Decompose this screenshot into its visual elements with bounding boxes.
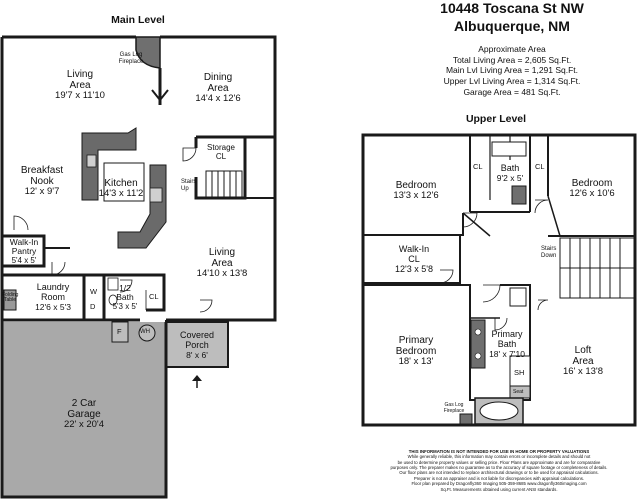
room-name: 2 Car Garage [67, 398, 101, 420]
kitchen-counter-top [81, 127, 137, 201]
main-living-area: Main Lvl Living Area = 1,291 Sq.Ft. [445, 65, 579, 76]
room-name: Breakfast Nook [20, 165, 64, 187]
room-name: Living Area [66, 69, 94, 91]
room-dims: 19'7 x 11'10 [55, 90, 105, 101]
shower-label: SH [514, 368, 525, 377]
kitchen-sink [86, 154, 97, 168]
room-dims: 9'2 x 5' [496, 172, 524, 183]
room-living-area-top: Living Area 19'7 x 11'10 [40, 69, 120, 101]
porch-floor [166, 322, 228, 367]
room-bedroom-left: Bedroom 13'3 x 12'6 [376, 180, 456, 201]
room-name: Bedroom [395, 180, 437, 191]
kitchen-range [149, 187, 163, 203]
room-name: Laundry Room [36, 282, 70, 302]
room-kitchen: Kitchen 14'3 x 11'2 [88, 178, 154, 199]
room-name: Walk-In CL [398, 244, 430, 264]
disclaimer-line: be used to determine property values or … [397, 459, 601, 465]
room-dims: 12'6 x 10'6 [569, 188, 615, 199]
room-walk-in-cl: Walk-In CL 12'3 x 5'8 [374, 244, 454, 275]
disclaimer-line: Sq.Ft. Measurements obtained using curre… [440, 486, 558, 492]
room-name: Walk-In Pantry [9, 237, 39, 257]
total-living-area: Total Living Area = 2,605 Sq.Ft. [452, 54, 572, 65]
water-heater-label: WH [140, 329, 150, 335]
garage-area: Garage Area = 481 Sq.Ft. [463, 86, 561, 97]
folding-table-label: Folding Table [2, 292, 19, 304]
address-line-2: Albuquerque, NM [454, 18, 570, 34]
washer-label: W [90, 287, 98, 296]
room-name: Loft Area [572, 345, 594, 367]
room-storage-cl: Storage CL [200, 143, 242, 162]
main-cl-label: CL [149, 292, 159, 301]
disclaimer-line: Our floor plans are not intended to repl… [399, 470, 599, 476]
room-dims: 18' x 7'10 [489, 348, 525, 359]
room-dims: 14'4 x 12'6 [195, 93, 241, 104]
room-dining-area: Dining Area 14'4 x 12'6 [178, 72, 258, 104]
room-name: Kitchen [104, 178, 138, 189]
room-loft-area: Loft Area 16' x 13'8 [543, 345, 623, 377]
room-garage: 2 Car Garage 22' x 20'4 [44, 398, 124, 430]
upper-level-plan [361, 133, 637, 427]
room-bath: Bath 9'2 x 5' [488, 163, 532, 183]
room-dims: 5'4 x 5' [11, 255, 37, 265]
room-dims: 5'3 x 5' [112, 301, 138, 311]
room-dims: 18' x 13' [398, 356, 434, 367]
room-dims: 16' x 13'8 [562, 366, 604, 377]
upper-cl-label-right: CL [535, 162, 545, 171]
room-name: Storage CL [206, 143, 236, 161]
room-living-area-right: Living Area 14'10 x 13'8 [182, 247, 262, 279]
room-name: Bath [500, 163, 520, 173]
room-breakfast-nook: Breakfast Nook 12' x 9'7 [4, 165, 80, 197]
disclaimer-line: While generally reliable, this informati… [407, 454, 591, 460]
room-dims: 14'3 x 11'2 [98, 188, 144, 199]
upper-living-area: Upper Lvl Living Area = 1,314 Sq.Ft. [443, 75, 581, 86]
upper-cl-label-left: CL [473, 162, 483, 171]
room-walk-in-pantry: Walk-In Pantry 5'4 x 5' [3, 237, 45, 265]
room-name: Dining Area [203, 72, 233, 94]
room-primary-bath: Primary Bath 18' x 7'10 [484, 329, 530, 359]
kitchen-counter-right [117, 164, 167, 249]
address-line-1: 10448 Toscana St NW [440, 0, 584, 16]
main-fireplace-label: Gas Log Fireplace [118, 52, 144, 65]
room-dims: 12'6 x 5'3 [35, 301, 71, 312]
room-covered-porch: Covered Porch 8' x 6' [166, 330, 228, 360]
disclaimer: THIS INFORMATION IS NOT INTENDED FOR USE… [358, 449, 640, 492]
main-fireplace [135, 36, 161, 69]
room-dims: 12' x 9'7 [24, 186, 60, 197]
room-name: 1/2 Bath [116, 283, 134, 303]
main-level-title: Main Level [111, 14, 165, 26]
seat-label: Seat [513, 389, 524, 395]
disclaimer-line: Preparer is not an appraiser and is not … [413, 475, 585, 481]
room-dims: 8' x 6' [186, 349, 208, 360]
disclaimer-line: purposes only. The preparer makes no gua… [390, 465, 608, 471]
stairs-up-label: Stairs Up [181, 179, 197, 192]
upper-fireplace-label: Gas Log Fireplace [443, 402, 465, 414]
room-name: Primary Bedroom [395, 335, 437, 357]
room-primary-bedroom: Primary Bedroom 18' x 13' [376, 335, 456, 367]
room-dims: 22' x 20'4 [63, 419, 105, 430]
upper-level-title: Upper Level [465, 113, 527, 125]
disclaimer-line: Floor plan prepared by Dragonfly360 Imag… [411, 481, 587, 487]
approximate-area-heading: Approximate Area [478, 44, 546, 54]
dryer-label: D [90, 302, 96, 311]
disclaimer-line: THIS INFORMATION IS NOT INTENDED FOR USE… [408, 449, 590, 454]
kitchen-island [103, 162, 145, 202]
room-name: Primary Bath [491, 329, 523, 349]
room-bedroom-right: Bedroom 12'6 x 10'6 [552, 178, 632, 199]
room-name: Bedroom [571, 178, 613, 189]
room-dims: 12'3 x 5'8 [395, 263, 433, 274]
approximate-area-block: Approximate Area Total Living Area = 2,6… [424, 44, 600, 97]
garage-floor [2, 322, 166, 497]
room-name: Covered Porch [179, 330, 215, 350]
stairs-down-label: Stairs Down [541, 246, 557, 259]
room-name: Living Area [208, 247, 236, 269]
room-dims: 14'10 x 13'8 [196, 268, 248, 279]
room-dims: 13'3 x 12'6 [393, 190, 439, 201]
room-laundry: Laundry Room 12'6 x 5'3 [18, 282, 88, 312]
main-level-plan [0, 35, 277, 499]
furnace-label: F [117, 327, 122, 336]
room-half-bath: 1/2 Bath 5'3 x 5' [104, 283, 146, 311]
